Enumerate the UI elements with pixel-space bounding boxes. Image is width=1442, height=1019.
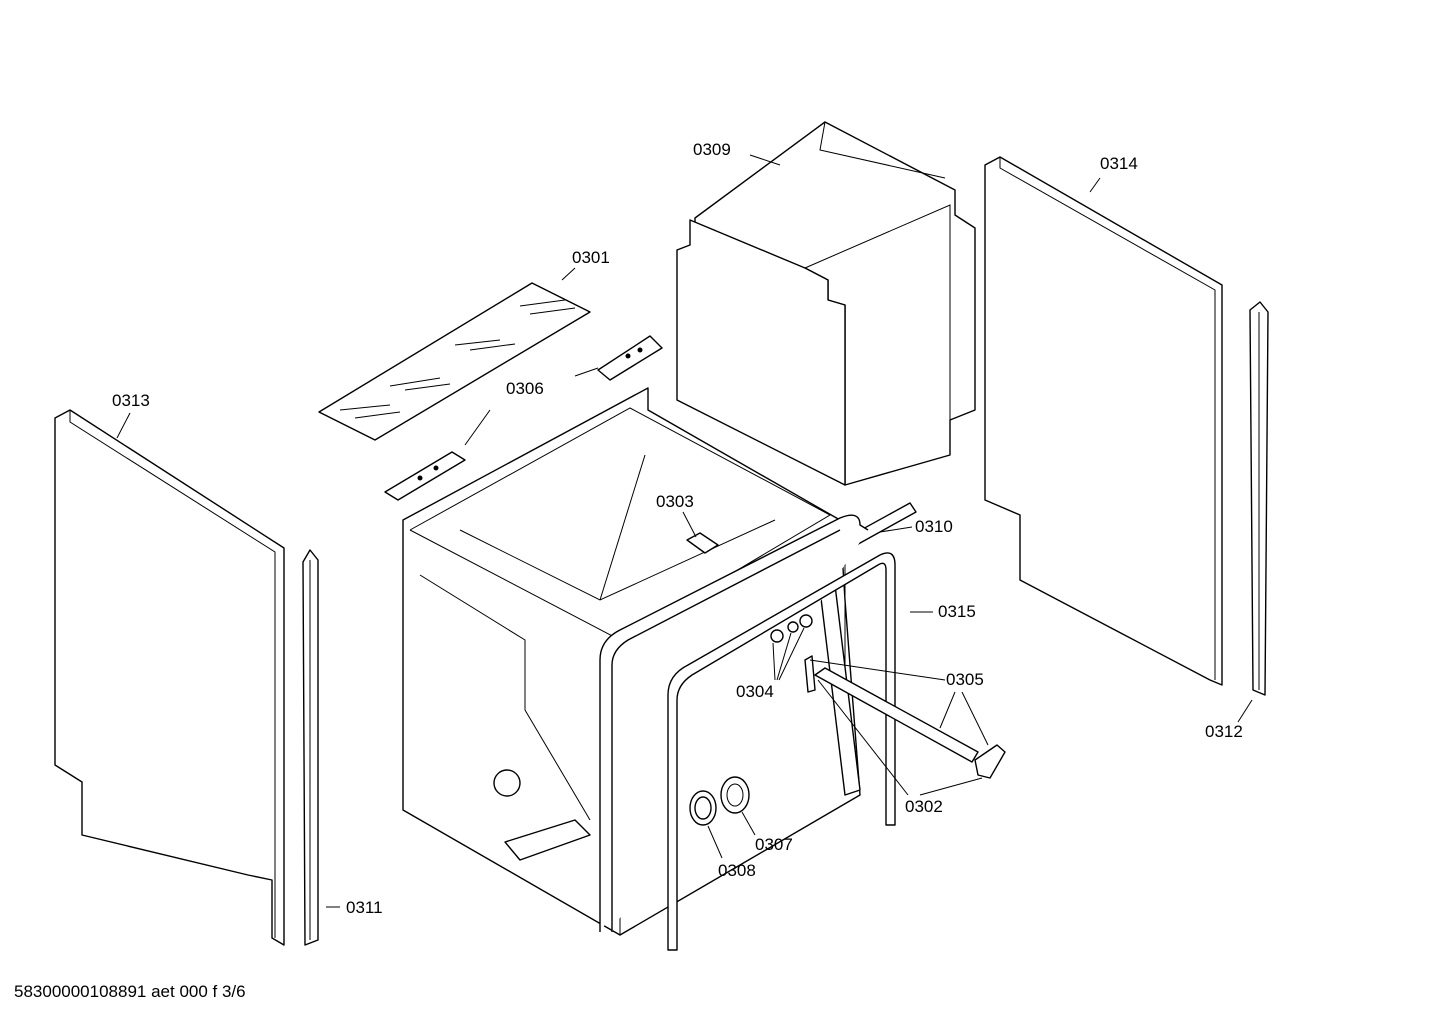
label-0313: 0313 [112,391,150,410]
door-hinge-rail [804,655,1006,779]
label-0314: 0314 [1100,154,1138,173]
sealing-ring [689,790,717,826]
insulation-mat [318,282,591,441]
label-0311: 0311 [346,898,383,917]
label-0312: 0312 [1205,722,1243,741]
label-0301: 0301 [572,248,610,267]
label-0304: 0304 [736,682,774,701]
drain-filter-disc [720,776,750,814]
label-0315: 0315 [938,602,976,621]
label-0307: 0307 [755,835,793,854]
label-0302: 0302 [905,797,943,816]
trim-strip-left [302,549,319,946]
side-panel-right [984,156,1223,686]
mounting-bracket-lower [384,451,466,501]
label-0309: 0309 [693,140,731,159]
hose-connectors [770,614,813,643]
label-0308: 0308 [718,861,756,880]
label-0310: 0310 [915,517,953,536]
document-footer-code: 58300000108891 aet 000 f 3/6 [14,982,246,1001]
label-0303: 0303 [656,492,694,511]
trim-strip-right [1249,301,1269,696]
label-0306: 0306 [506,379,544,398]
top-cover [676,121,976,486]
label-0305: 0305 [946,670,984,689]
leader-lines [116,154,1253,908]
mounting-bracket-upper [597,335,663,381]
side-panel-left [54,409,285,946]
